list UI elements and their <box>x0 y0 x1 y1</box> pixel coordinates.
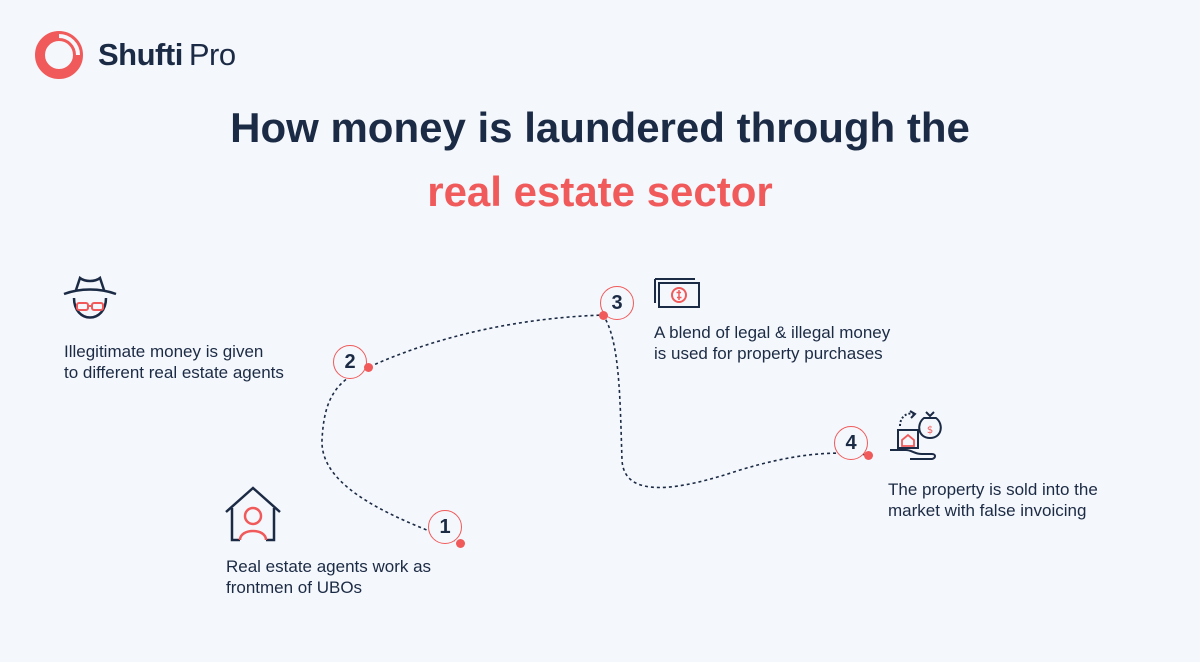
step-1-description: Real estate agents work as frontmen of U… <box>226 556 431 598</box>
step-1-dot <box>456 539 465 548</box>
step-4-number: 4 <box>834 426 868 460</box>
step-1-number: 1 <box>428 510 462 544</box>
step-2-dot <box>364 363 373 372</box>
step-3-line-2: is used for property purchases <box>654 344 883 363</box>
brand-suffix: Pro <box>188 37 236 72</box>
step-2-line-1: Illegitimate money is given <box>64 342 264 361</box>
brand-name: Shufti <box>98 37 183 72</box>
step-3-number: 3 <box>600 286 634 320</box>
step-4-line-1: The property is sold into the <box>888 480 1098 499</box>
step-4-dot <box>864 451 873 460</box>
page-subtitle: real estate sector <box>427 168 773 215</box>
step-3-description: A blend of legal & illegal money is used… <box>654 322 890 364</box>
spy-hat-icon <box>63 275 117 319</box>
step-2-description: Illegitimate money is given to different… <box>64 341 284 383</box>
banknote-icon <box>654 278 700 308</box>
step-1-line-2: frontmen of UBOs <box>226 578 363 597</box>
page-title: How money is laundered through the <box>230 104 970 151</box>
step-2-number: 2 <box>333 345 367 379</box>
svg-text:$: $ <box>927 425 933 436</box>
step-1-line-1: Real estate agents work as <box>226 557 432 576</box>
house-agent-icon <box>225 486 281 542</box>
property-sale-icon: $ <box>890 410 942 460</box>
step-3-line-1: A blend of legal & illegal money <box>654 323 891 342</box>
step-2-line-2: to different real estate agents <box>64 363 284 382</box>
step-3-dot <box>599 311 608 320</box>
step-4-description: The property is sold into the market wit… <box>888 479 1098 521</box>
shufti-logo-icon <box>35 31 83 79</box>
step-4-line-2: market with false invoicing <box>888 501 1087 520</box>
